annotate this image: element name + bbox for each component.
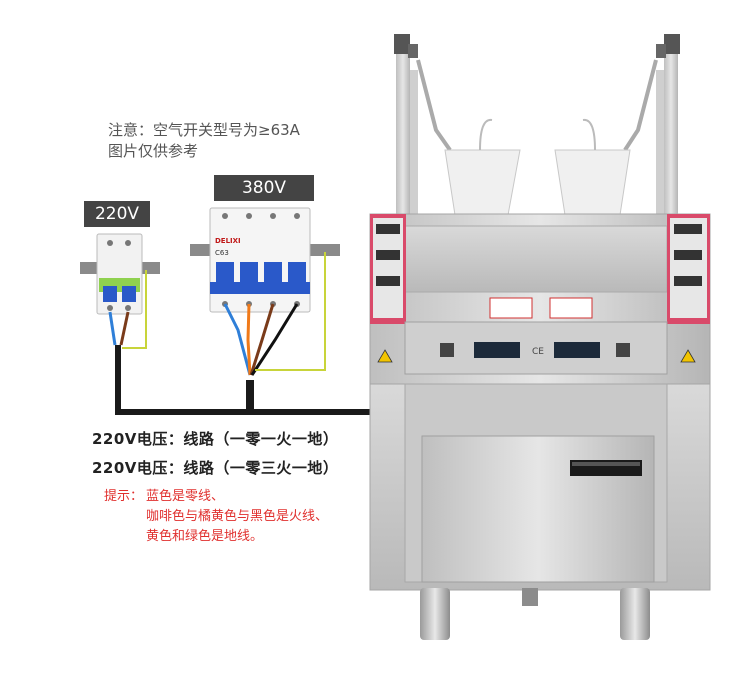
tip-line-1: 蓝色是零线、 <box>146 489 225 504</box>
note-line-1: 注意：空气开关型号为≥63A <box>108 121 300 139</box>
tip-line-2: 咖啡色与橘黄色与黑色是火线、 <box>146 509 329 524</box>
single-phase-breaker-label: 220V <box>84 201 150 227</box>
lifting-arms <box>394 34 680 216</box>
fryer-baskets <box>444 118 631 216</box>
note-line-2: 图片仅供参考 <box>108 142 199 160</box>
breaker-model-text: C63 <box>215 249 229 257</box>
tip-prefix: 提示： <box>104 489 144 504</box>
note: 注意：空气开关型号为≥63A 图片仅供参考 <box>108 120 300 162</box>
lower-cabinet <box>369 383 711 591</box>
three-phase-breaker-label: 380V <box>214 175 314 201</box>
tip-line-3: 黄色和绿色是地线。 <box>146 529 264 544</box>
wiring-line-2: 220V电压：线路（一零三火一地） <box>92 459 339 477</box>
appliance-body: CE <box>369 213 711 385</box>
svg-text:CE: CE <box>532 347 544 357</box>
wiring-line-1: 220V电压：线路（一零一火一地） <box>92 430 339 448</box>
appliance-legs <box>420 588 650 640</box>
single-phase-breaker <box>80 233 160 315</box>
three-phase-breaker: DELIXI C63 <box>190 207 340 313</box>
power-cable <box>115 345 375 415</box>
svg-text:DELIXI: DELIXI <box>215 237 241 245</box>
